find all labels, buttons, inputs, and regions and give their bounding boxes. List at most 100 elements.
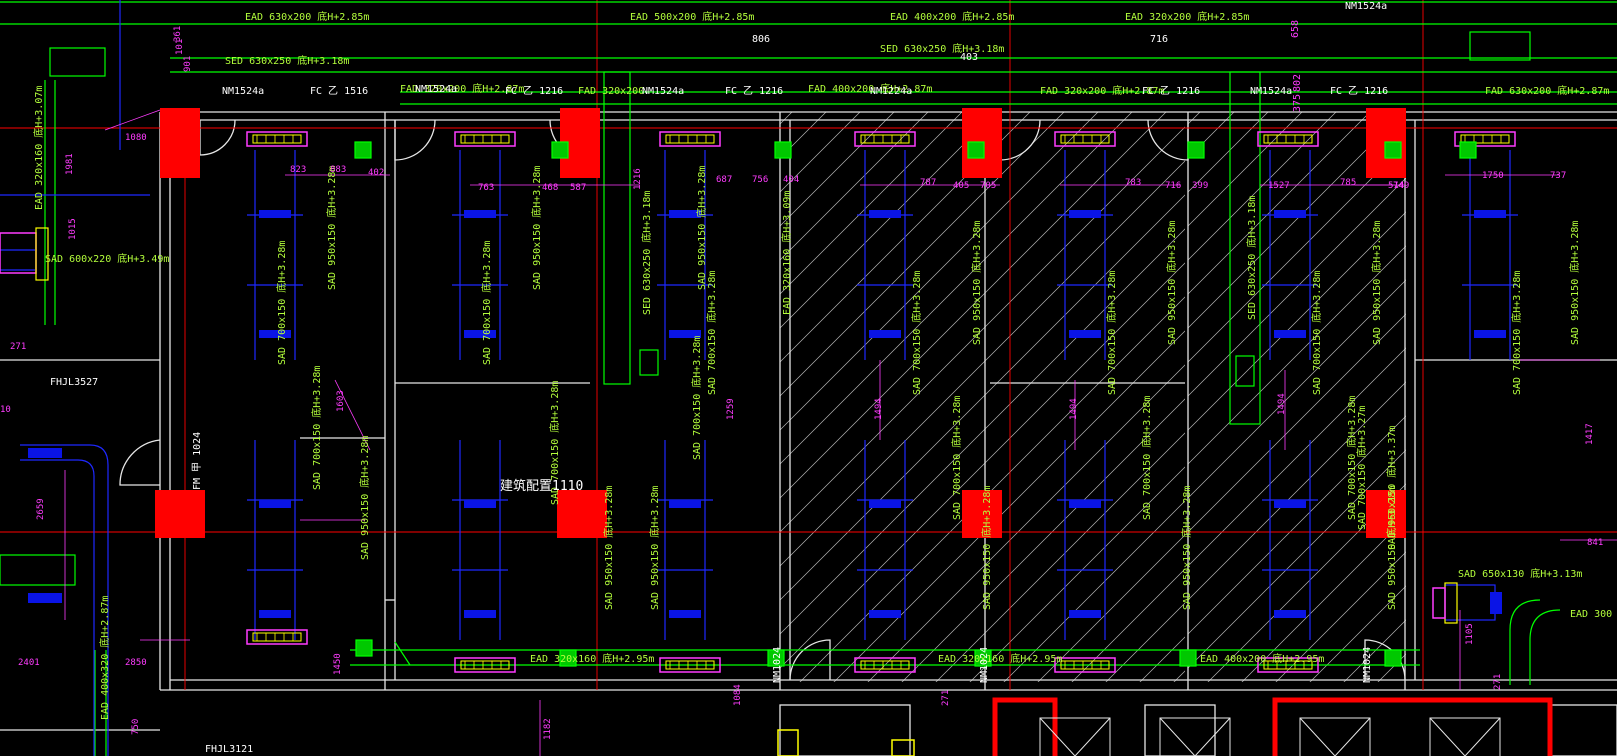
hatch-line (799, 296, 1185, 682)
shaft-2-x1 (1159, 717, 1196, 756)
diffuser-grille (860, 134, 910, 144)
air-diffuser-top-4 (854, 131, 916, 147)
column-6 (557, 490, 607, 538)
volume-damper (669, 210, 701, 218)
supply-duct-run-s2 (452, 440, 508, 640)
volume-damper (259, 500, 291, 508)
diffuser-grille (1460, 134, 1510, 144)
diffuser-frame (454, 131, 516, 147)
dimension-value: 756 (752, 175, 768, 185)
air-diffuser-bot-0 (246, 629, 308, 645)
dimension-value: 1527 (1268, 181, 1290, 191)
duct-elbow-se (1509, 599, 1541, 685)
air-diffuser-bot-4 (1054, 657, 1116, 673)
hatch-line (780, 112, 963, 295)
hatch-line (780, 228, 1185, 635)
top-label: EAD 630x200 底H+2.85m (245, 10, 369, 23)
top-label: EAD 320x200 底H+2.85m (1125, 10, 1249, 23)
duct-label: SAD 700x150 底H+3.28m (1140, 396, 1153, 520)
duct-label: SAD 700x150 底H+3.28m (690, 336, 703, 460)
grille-collar (1444, 582, 1458, 624)
sed-damper-2 (1235, 355, 1255, 387)
hatch-line (833, 330, 1185, 682)
air-diffuser-bot-3 (854, 657, 916, 673)
shaft-1 (1039, 717, 1111, 756)
dimension-value: 10 (0, 405, 11, 415)
dimension-value: 1494 (874, 398, 884, 420)
air-terminals (0, 131, 1516, 673)
door-swing-3 (999, 119, 1041, 161)
shaft-1-x2 (1074, 717, 1111, 756)
supply-box-east (1444, 584, 1496, 621)
duct-label: SAD 950x150 底H+3.28m (980, 486, 993, 610)
dim-line-1 (104, 109, 161, 131)
dimension-value: 1259 (726, 398, 736, 420)
dimension-value: 587 (570, 183, 586, 193)
hatch-line (1241, 517, 1406, 682)
dimension-value: 514 (1388, 181, 1404, 191)
shaft-2-x2 (1194, 717, 1231, 756)
duct-label: SAD 950x150 底H+3.28m (648, 486, 661, 610)
air-diffuser-top-2 (454, 131, 516, 147)
supply-duct-run-n2 (452, 150, 508, 360)
exhaust-box-3 (774, 141, 792, 159)
column-7 (962, 490, 1002, 538)
hatch-line (780, 126, 1185, 533)
diffuser-frame (1454, 131, 1516, 147)
bottom-label: NM1024 (772, 647, 783, 683)
diffuser-frame (1257, 131, 1319, 147)
room-tag: 建筑配置1110 (500, 478, 583, 494)
volume-damper (1069, 210, 1101, 218)
diffuser-frame (659, 657, 721, 673)
dimension-value: 101 (175, 39, 185, 55)
volume-damper (1474, 330, 1506, 338)
top-label: NM1524a (415, 84, 457, 95)
hatch-line (1343, 619, 1406, 682)
dimension-value: 787 (920, 178, 936, 188)
volume-damper (669, 330, 701, 338)
diffuser-frame (246, 629, 308, 645)
dimension-value: 785 (1340, 178, 1356, 188)
diffuser-grille (1060, 134, 1110, 144)
supply-duct-run-s5 (1057, 440, 1113, 640)
volume-damper (464, 610, 496, 618)
dimension-value: 1105 (1465, 623, 1475, 645)
dimension-value: 716 (1165, 181, 1181, 191)
supply-duct-run-n7 (1462, 150, 1518, 360)
hatch-line (780, 112, 861, 193)
air-diffuser-top-5 (1054, 131, 1116, 147)
exhaust-box-2 (551, 141, 569, 159)
top-label: EAD 500x200 底H+2.85m (630, 10, 754, 23)
duct-label: SED 630x250 底H+3.18m (1245, 196, 1258, 320)
volume-damper (259, 210, 291, 218)
dimension-value: 1216 (633, 168, 643, 190)
dimension-value: 705 (980, 181, 996, 191)
top-label: NM1524a (642, 86, 684, 97)
hatch-line (1188, 112, 1371, 295)
exhaust-box-8 (355, 639, 373, 657)
supply-duct-run-s4 (857, 440, 913, 640)
volume-damper (869, 330, 901, 338)
side-label: FM 甲 1024 (192, 432, 203, 490)
door-swing-west (119, 439, 161, 486)
hatch-line (1188, 143, 1406, 363)
room-bottom-1 (779, 704, 911, 756)
volume-damper (1069, 330, 1101, 338)
air-diffuser-top-1 (246, 131, 308, 147)
dimension-value: 271 (941, 690, 951, 706)
dimension-value: 404 (783, 175, 799, 185)
supply-duct-run-n4 (857, 150, 913, 360)
dimension-value: 883 (330, 165, 346, 175)
top-label: 716 (1150, 34, 1168, 45)
diffuser-frame (854, 131, 916, 147)
hatch-line (1309, 585, 1406, 682)
door-swing-7 (199, 119, 236, 156)
duct-elbow-se-2 (1529, 609, 1561, 685)
diffuser-grille (460, 660, 510, 670)
walls-layer (0, 111, 1617, 756)
duct-label: SAD 700x150 底H+3.28m (950, 396, 963, 520)
top-label: FC 乙 1516 (310, 85, 368, 97)
duct-fitting-w (0, 554, 76, 586)
door-swing-4 (1147, 119, 1189, 161)
duct-label: SAD 700x150 底H+3.28m (705, 271, 718, 395)
